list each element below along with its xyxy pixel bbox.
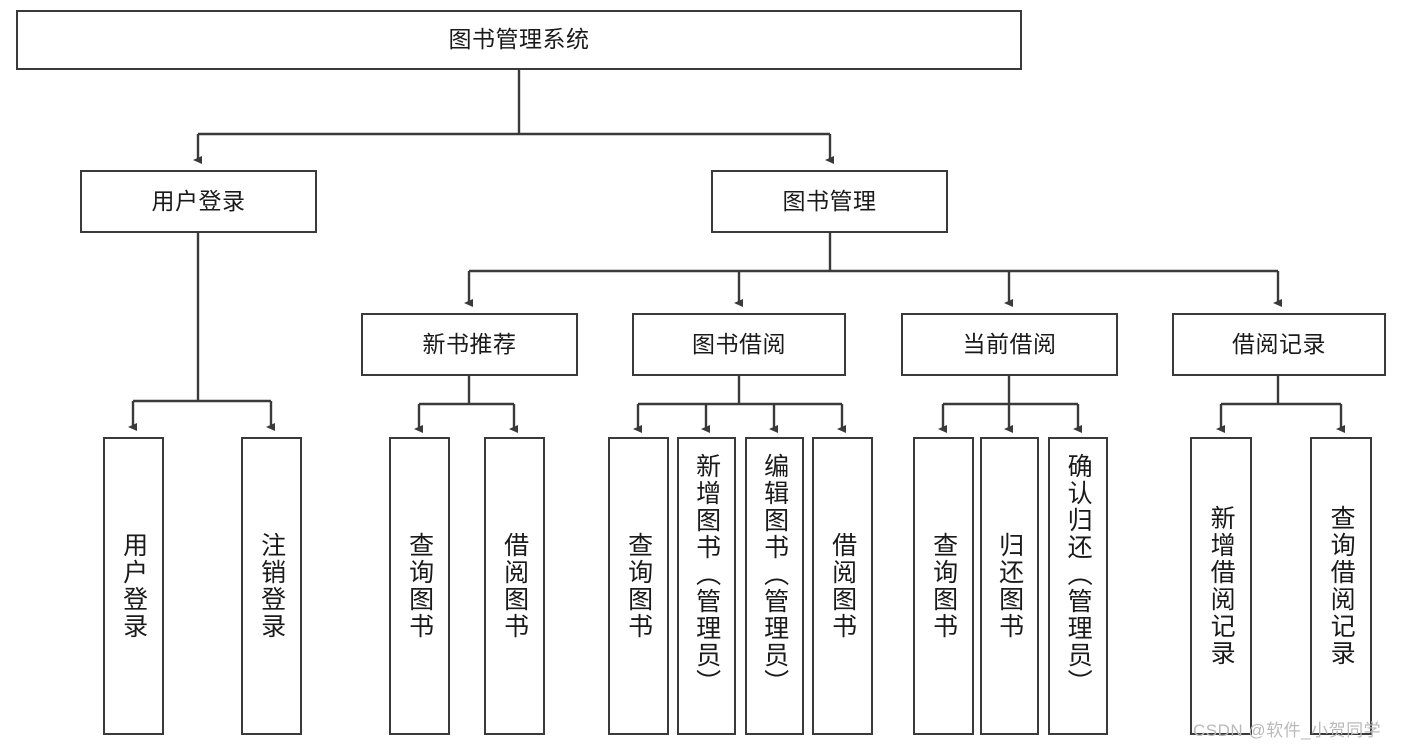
node-label: 归还图书 — [995, 532, 1024, 640]
leaf-book-borrow-query[interactable]: 查询图书 — [608, 437, 669, 735]
node-label: 新增借阅记录 — [1207, 505, 1236, 667]
node-label: 查询图书 — [929, 532, 958, 640]
leaf-current-borrow-return[interactable]: 归还图书 — [980, 437, 1039, 735]
leaf-borrow-record-add[interactable]: 新增借阅记录 — [1190, 437, 1252, 735]
node-label: 用户登录 — [119, 532, 148, 640]
node-new-book-recommend[interactable]: 新书推荐 — [361, 313, 578, 376]
node-label: 借阅图书 — [828, 532, 857, 640]
node-label: 借阅图书 — [500, 532, 529, 640]
node-borrow-record[interactable]: 借阅记录 — [1172, 313, 1386, 376]
node-user-login[interactable]: 用户登录 — [80, 170, 317, 233]
leaf-user-login-login[interactable]: 用户登录 — [103, 437, 164, 735]
leaf-new-book-borrow[interactable]: 借阅图书 — [484, 437, 545, 735]
node-label: 当前借阅 — [962, 330, 1057, 357]
node-label: 确认归还（管理员） — [1064, 453, 1093, 696]
node-label: 借阅记录 — [1232, 330, 1326, 357]
csdn-watermark: CSDN @软件_小贺同学 — [1193, 721, 1382, 740]
node-label: 编辑图书（管理员） — [760, 453, 789, 696]
node-label: 查询图书 — [405, 532, 434, 640]
node-root-system[interactable]: 图书管理系统 — [16, 10, 1022, 70]
leaf-current-borrow-query[interactable]: 查询图书 — [913, 437, 974, 735]
node-current-borrow[interactable]: 当前借阅 — [901, 313, 1118, 376]
leaf-book-borrow-add[interactable]: 新增图书（管理员） — [677, 437, 736, 735]
node-label: 图书管理系统 — [448, 26, 590, 53]
node-label: 查询借阅记录 — [1327, 505, 1356, 667]
node-book-borrow[interactable]: 图书借阅 — [632, 313, 846, 376]
node-label: 注销登录 — [257, 532, 286, 640]
node-book-management[interactable]: 图书管理 — [711, 170, 948, 233]
leaf-book-borrow-edit[interactable]: 编辑图书（管理员） — [745, 437, 804, 735]
leaf-borrow-record-query[interactable]: 查询借阅记录 — [1310, 437, 1372, 735]
node-label: 新增图书（管理员） — [692, 453, 721, 696]
node-label: 图书管理 — [782, 187, 877, 214]
leaf-book-borrow-lend[interactable]: 借阅图书 — [812, 437, 873, 735]
node-label: 用户登录 — [151, 187, 246, 214]
node-label: 新书推荐 — [422, 330, 517, 357]
leaf-current-borrow-confirm-return[interactable]: 确认归还（管理员） — [1048, 437, 1108, 735]
node-label: 查询图书 — [624, 532, 653, 640]
node-label: 图书借阅 — [692, 330, 786, 357]
leaf-user-login-logout[interactable]: 注销登录 — [241, 437, 302, 735]
leaf-new-book-query[interactable]: 查询图书 — [389, 437, 450, 735]
